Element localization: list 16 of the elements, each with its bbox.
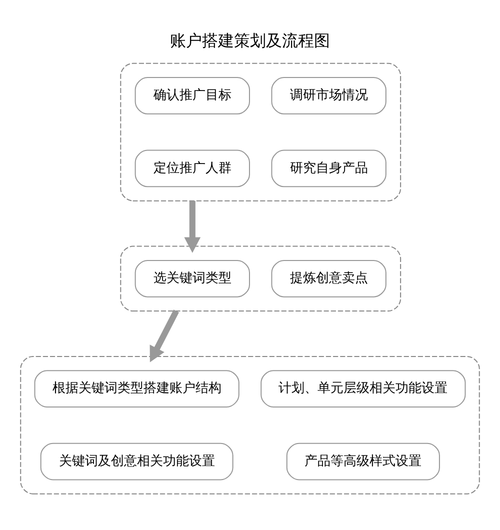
- node-box: 关键词及创意相关功能设置: [40, 442, 234, 480]
- node-box: 提炼创意卖点: [271, 259, 386, 297]
- node-box: 产品等高级样式设置: [286, 442, 440, 480]
- cluster: [120, 245, 402, 311]
- node-box: 调研市场情况: [271, 76, 386, 114]
- diagram-title: 账户搭建策划及流程图: [170, 30, 330, 50]
- node-box: 定位推广人群: [134, 149, 250, 187]
- node-box: 确认推广目标: [134, 76, 250, 114]
- cluster: [20, 355, 480, 494]
- node-box: 计划、单元层级相关功能设置: [260, 370, 466, 407]
- cluster: [120, 62, 402, 201]
- node-box: 研究自身产品: [271, 149, 386, 187]
- node-box: 选关键词类型: [134, 259, 250, 297]
- node-box: 根据关键词类型搭建账户结构: [34, 370, 240, 407]
- arrow: [150, 309, 179, 362]
- arrow: [184, 200, 201, 252]
